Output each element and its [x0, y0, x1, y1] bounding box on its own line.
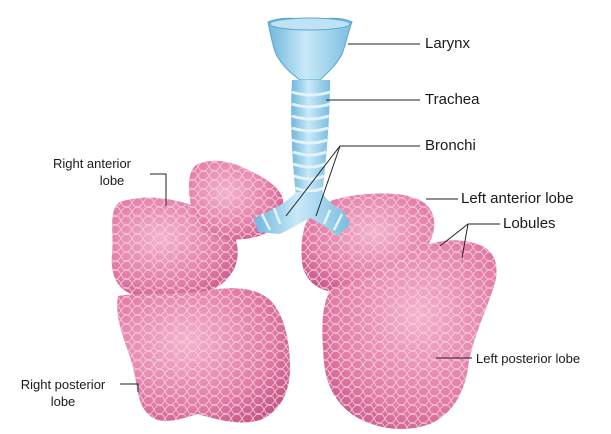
- label-right-anterior-lobe-line1: Right anterior: [38, 155, 146, 172]
- label-left-posterior-lobe: Left posterior lobe: [476, 350, 580, 367]
- right-lung: [112, 161, 290, 423]
- label-right-anterior-lobe: Right anterior lobe: [38, 155, 146, 189]
- label-right-anterior-lobe-line2: lobe: [38, 172, 146, 189]
- label-trachea: Trachea: [425, 91, 479, 109]
- label-lobules: Lobules: [503, 215, 556, 233]
- label-right-posterior-lobe-line1: Right posterior: [8, 376, 118, 393]
- label-left-anterior-lobe: Left anterior lobe: [461, 190, 574, 208]
- label-right-posterior-lobe-line2: lobe: [8, 393, 118, 410]
- label-larynx: Larynx: [425, 35, 470, 53]
- label-right-posterior-lobe: Right posterior lobe: [8, 376, 118, 410]
- label-bronchi: Bronchi: [425, 137, 476, 155]
- right-posterior-leader: [120, 384, 138, 392]
